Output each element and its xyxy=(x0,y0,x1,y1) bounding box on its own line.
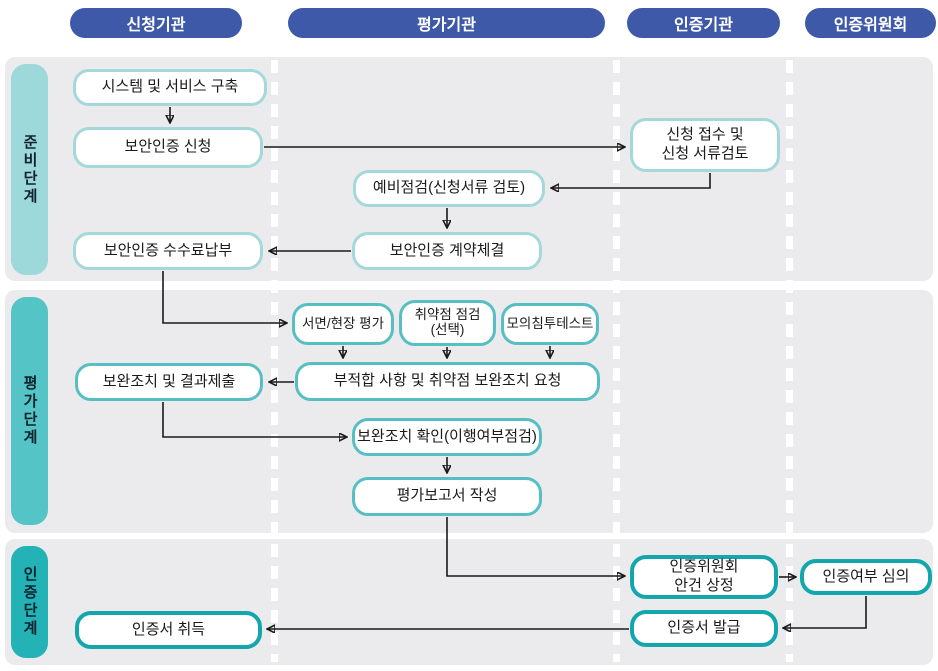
node-preliminary-check: 예비점검(신청서류 검토) xyxy=(353,170,545,207)
node-security-cert-apply: 보안인증 신청 xyxy=(73,127,263,168)
stage-label-certification: 인증단계 xyxy=(11,546,48,658)
header-certification-organization: 인증기관 xyxy=(627,8,780,38)
node-certificate-issue: 인증서 발급 xyxy=(630,610,778,647)
node-security-cert-fee: 보안인증 수수료납부 xyxy=(73,232,263,270)
column-divider-2 xyxy=(613,60,620,662)
node-remediation-result-submit: 보완조치 및 결과제출 xyxy=(75,363,263,401)
header-certification-committee: 인증위원회 xyxy=(805,8,936,38)
node-certificate-obtain: 인증서 취득 xyxy=(75,611,262,649)
arrow-submit-to-confirm xyxy=(162,402,346,437)
arrow-review-to-issue xyxy=(784,596,867,628)
node-evaluation-report: 평가보고서 작성 xyxy=(352,477,542,516)
node-application-receive-review: 신청 접수 및 신청 서류검토 xyxy=(630,118,780,172)
column-divider-3 xyxy=(786,60,793,662)
arrow-receive-to-precheck xyxy=(552,173,711,188)
node-build-system-service: 시스템 및 서비스 구축 xyxy=(73,69,267,106)
node-request-remediation: 부적합 사항 및 취약점 보완조치 요청 xyxy=(295,362,600,401)
stage-label-evaluation: 평가단계 xyxy=(11,297,48,525)
arrow-fee-to-doceval xyxy=(162,271,286,323)
header-applicant-organization: 신청기관 xyxy=(70,8,242,38)
arrow-report-to-agenda xyxy=(446,517,624,576)
stage-label-preparation: 준비단계 xyxy=(11,64,48,275)
node-security-cert-contract: 보안인증 계약체결 xyxy=(352,232,542,270)
node-certification-review: 인증여부 심의 xyxy=(800,559,932,595)
column-divider-1 xyxy=(271,60,278,662)
node-committee-agenda: 인증위원회 안건 상정 xyxy=(630,555,778,599)
node-document-site-evaluation: 서면/현장 평가 xyxy=(292,303,394,345)
node-remediation-confirm: 보완조치 확인(이행여부점검) xyxy=(352,418,542,456)
node-penetration-test: 모의침투테스트 xyxy=(501,303,599,345)
node-vulnerability-check-optional: 취약점 점검 (선택) xyxy=(399,300,496,346)
header-evaluation-organization: 평가기관 xyxy=(288,8,605,38)
